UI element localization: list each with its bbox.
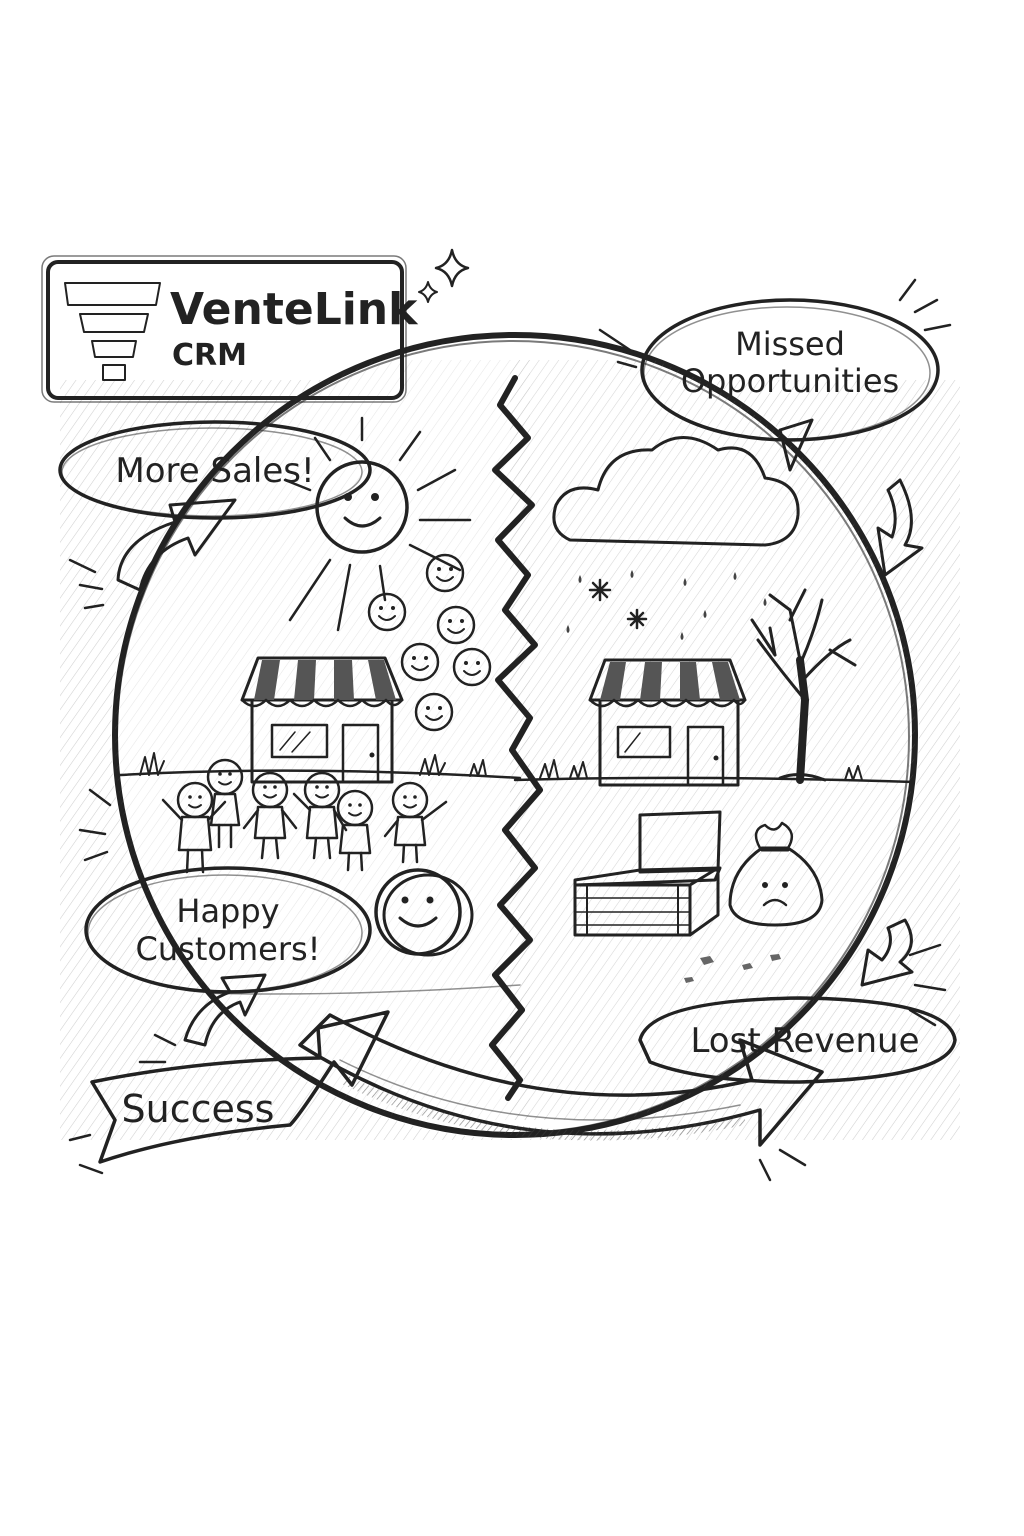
motion-marks [68,278,952,1182]
stick-figure-icon [206,758,244,849]
smiley-coin-icon [436,605,476,645]
shop-icon [240,656,404,784]
ground-debris [684,954,781,983]
missed-arrow-down [876,478,924,577]
happy-customers-arrow [183,973,267,1047]
smiley-coin-icon [425,553,465,593]
logo-name: VenteLink [170,284,419,335]
smiley-coin-icon [452,647,492,687]
success-banner: Success [90,1010,390,1164]
happy-customers-line2: Customers! [136,930,321,968]
smiley-coin-icon [374,868,474,957]
success-label: Success [122,1087,275,1131]
happy-customers-line1: Happy [176,892,279,930]
stick-figure-icon [336,789,374,872]
cycle-arrow-bottom [298,1013,824,1147]
smiley-coin-icon [400,642,440,682]
grass-right [539,759,863,781]
more-sales-arrow [116,498,237,592]
more-sales-label: More Sales! [115,451,314,491]
logo-box: VenteLink CRM [41,255,419,403]
sad-money-bag-icon [728,821,824,927]
lost-revenue-label: Lost Revenue [690,1021,919,1061]
happy-crowd [161,758,448,874]
logo-subtitle: CRM [172,338,247,373]
sparkle-icon [588,578,648,630]
bare-tree-icon [750,588,857,784]
funnel-logo-icon [64,282,161,381]
missed-opportunities-bubble: Missed Opportunities [640,298,940,472]
missed-line1: Missed [735,325,845,363]
missed-line2: Opportunities [681,362,899,400]
sparkle-icon [418,248,470,303]
grass-left [139,752,487,777]
lost-revenue-arrow-down [860,918,914,987]
more-sales-bubble: More Sales! [58,420,372,520]
smiley-coin-icon [367,592,407,632]
smiley-coins [367,553,492,732]
shop-icon [588,658,747,787]
lost-revenue-bubble: Lost Revenue [638,996,957,1084]
rain-drops [566,570,767,640]
empty-chest-icon [573,810,722,937]
smiley-coin-icon [414,692,454,732]
crack-divider-icon [489,375,543,1101]
stick-figure-icon [383,781,448,864]
storm-cloud-icon [552,436,800,547]
stick-figure-icon [242,771,298,860]
